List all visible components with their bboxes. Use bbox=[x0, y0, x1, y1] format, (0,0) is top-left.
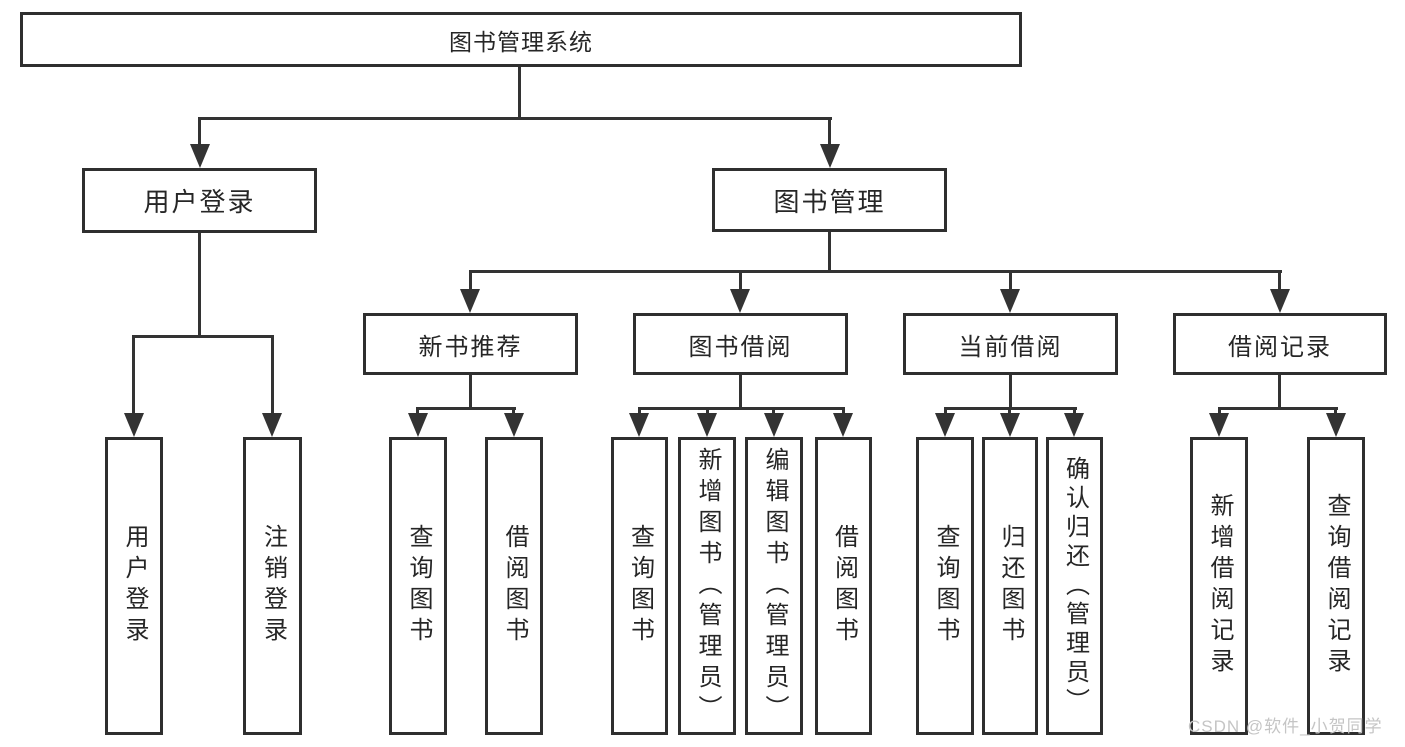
arrow-to-br-query bbox=[1326, 413, 1346, 437]
connector-new-book-stem bbox=[469, 375, 472, 409]
connector-stub-bb-borrow bbox=[842, 407, 845, 417]
leaf-logout-label: 注销登录 bbox=[259, 524, 287, 648]
leaf-nb-query-books-label: 查询图书 bbox=[405, 524, 432, 648]
node-borrow-record: 借阅记录 bbox=[1173, 313, 1387, 375]
arrow-to-cb-query bbox=[935, 413, 955, 437]
arrow-to-book-mgmt bbox=[820, 144, 840, 168]
node-user-login-label: 用户登录 bbox=[143, 187, 256, 217]
connector-stub-bb-query bbox=[638, 407, 641, 417]
connector-stub-nb-query bbox=[416, 407, 419, 417]
arrow-to-cb-return bbox=[1000, 413, 1020, 437]
connector-stub-bb-add bbox=[706, 407, 709, 417]
leaf-bb-query-books-label: 查询图书 bbox=[626, 524, 654, 648]
node-root-library-system: 图书管理系统 bbox=[20, 12, 1022, 67]
node-book-borrow-label: 图书借阅 bbox=[688, 333, 793, 361]
connector-stub-bb-edit bbox=[772, 407, 775, 417]
connector-stub-login-leaf bbox=[132, 335, 135, 415]
connector-book-borrow-bar bbox=[638, 407, 845, 410]
node-book-borrow: 图书借阅 bbox=[633, 313, 848, 375]
connector-book-mgmt-bar bbox=[469, 270, 1282, 273]
node-user-login: 用户登录 bbox=[82, 168, 317, 233]
node-new-book-recommend: 新书推荐 bbox=[363, 313, 578, 375]
node-book-management: 图书管理 bbox=[712, 168, 947, 232]
connector-stub-br-query bbox=[1334, 407, 1337, 417]
arrow-to-cb-confirm bbox=[1064, 413, 1084, 437]
leaf-cb-return-books-label: 归还图书 bbox=[997, 524, 1024, 648]
leaf-br-add-record: 新增借阅记录 bbox=[1190, 437, 1248, 735]
leaf-bb-add-books-admin-label: 新增图书（管理员） bbox=[694, 446, 721, 726]
node-book-management-label: 图书管理 bbox=[773, 186, 886, 217]
connector-stub-cb-return bbox=[1008, 407, 1011, 417]
connector-stub-current-borrow bbox=[1009, 270, 1012, 292]
arrow-to-nb-borrow bbox=[504, 413, 524, 437]
leaf-cb-return-books: 归还图书 bbox=[982, 437, 1038, 735]
arrow-to-logout-leaf bbox=[262, 413, 282, 437]
connector-stub-borrow-record bbox=[1278, 270, 1281, 292]
leaf-bb-query-books: 查询图书 bbox=[611, 437, 668, 735]
node-root-label: 图书管理系统 bbox=[449, 28, 593, 55]
connector-stub-book-mgmt bbox=[828, 117, 831, 149]
leaf-br-query-record-label: 查询借阅记录 bbox=[1323, 493, 1350, 679]
connector-root-bar bbox=[198, 117, 832, 120]
arrow-to-book-borrow bbox=[730, 289, 750, 313]
arrow-to-br-add bbox=[1209, 413, 1229, 437]
leaf-br-add-record-label: 新增借阅记录 bbox=[1206, 493, 1233, 679]
arrow-to-user-login bbox=[190, 144, 210, 168]
leaf-cb-query-books-label: 查询图书 bbox=[932, 524, 959, 648]
connector-stub-user-login bbox=[198, 117, 201, 149]
connector-stub-nb-borrow bbox=[512, 407, 515, 417]
connector-book-borrow-stem bbox=[739, 375, 742, 409]
leaf-br-query-record: 查询借阅记录 bbox=[1307, 437, 1365, 735]
connector-stub-book-borrow bbox=[739, 270, 742, 292]
connector-user-login-bar bbox=[132, 335, 274, 338]
connector-stub-br-add bbox=[1218, 407, 1221, 417]
leaf-cb-confirm-return-admin-label: 确认归还（管理员） bbox=[1061, 455, 1089, 717]
connector-book-mgmt-stem bbox=[828, 232, 831, 270]
connector-user-login-stem bbox=[198, 233, 201, 335]
connector-new-book-bar bbox=[416, 407, 516, 410]
connector-stub-new-book-rec bbox=[469, 270, 472, 292]
node-current-borrow: 当前借阅 bbox=[903, 313, 1118, 375]
arrow-to-current-borrow bbox=[1000, 289, 1020, 313]
node-new-book-recommend-label: 新书推荐 bbox=[418, 333, 523, 361]
connector-stub-cb-query bbox=[944, 407, 947, 417]
leaf-nb-borrow-books: 借阅图书 bbox=[485, 437, 543, 735]
leaf-nb-query-books: 查询图书 bbox=[389, 437, 447, 735]
arrow-to-new-book-rec bbox=[460, 289, 480, 313]
leaf-bb-add-books-admin: 新增图书（管理员） bbox=[678, 437, 736, 735]
leaf-cb-confirm-return-admin: 确认归还（管理员） bbox=[1046, 437, 1103, 735]
leaf-user-login: 用户登录 bbox=[105, 437, 163, 735]
node-borrow-record-label: 借阅记录 bbox=[1228, 333, 1332, 361]
connector-borrow-record-bar bbox=[1218, 407, 1338, 410]
leaf-bb-edit-books-admin-label: 编辑图书（管理员） bbox=[761, 446, 788, 726]
leaf-nb-borrow-books-label: 借阅图书 bbox=[501, 524, 528, 648]
connector-current-borrow-stem bbox=[1009, 375, 1012, 409]
arrow-to-nb-query bbox=[408, 413, 428, 437]
arrow-to-borrow-record bbox=[1270, 289, 1290, 313]
connector-stub-cb-confirm bbox=[1073, 407, 1076, 417]
arrow-to-bb-query bbox=[629, 413, 649, 437]
connector-root-stem bbox=[518, 67, 521, 119]
node-current-borrow-label: 当前借阅 bbox=[958, 333, 1063, 361]
connector-borrow-record-stem bbox=[1278, 375, 1281, 409]
leaf-bb-edit-books-admin: 编辑图书（管理员） bbox=[745, 437, 803, 735]
leaf-logout: 注销登录 bbox=[243, 437, 302, 735]
arrow-to-login-leaf bbox=[124, 413, 144, 437]
arrow-to-bb-add bbox=[697, 413, 717, 437]
leaf-bb-borrow-books: 借阅图书 bbox=[815, 437, 872, 735]
csdn-watermark: CSDN @软件_小贺同学 bbox=[1188, 717, 1383, 736]
connector-stub-logout-leaf bbox=[271, 335, 274, 415]
leaf-cb-query-books: 查询图书 bbox=[916, 437, 974, 735]
arrow-to-bb-borrow bbox=[833, 413, 853, 437]
arrow-to-bb-edit bbox=[764, 413, 784, 437]
leaf-bb-borrow-books-label: 借阅图书 bbox=[830, 524, 858, 648]
leaf-user-login-label: 用户登录 bbox=[121, 524, 148, 648]
